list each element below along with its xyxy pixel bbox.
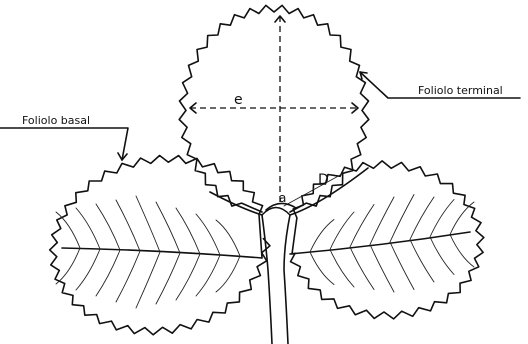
right-basal-vein	[430, 200, 454, 238]
label-angle-a: a	[279, 191, 286, 205]
petiole-joint	[262, 208, 290, 216]
petiole-left-edge	[262, 215, 272, 344]
left-basal-vein	[116, 251, 140, 302]
left-basal-vein	[216, 220, 240, 256]
left-basal-vein	[56, 248, 80, 284]
basal-leader-line	[0, 128, 128, 160]
right-basal-vein	[430, 237, 454, 275]
right-basal-vein	[330, 250, 354, 288]
left-basal-vein	[136, 196, 160, 252]
left-basal-vein	[76, 249, 100, 290]
right-basal-vein	[370, 197, 394, 245]
right-basal-vein	[310, 252, 334, 285]
left-basal-vein	[156, 202, 180, 253]
left-basal-leaflet	[50, 156, 270, 335]
label-length-d: D	[318, 172, 329, 188]
right-basal-midrib	[290, 232, 470, 254]
label-terminal-leaflet: Foliolo terminal	[418, 84, 503, 97]
left-basal-vein	[156, 253, 180, 304]
label-width-e: e	[234, 92, 243, 108]
petiole-right-edge	[284, 215, 290, 344]
terminal-leaflet-outline	[179, 5, 369, 212]
left-basal-vein	[176, 254, 200, 300]
right-basal-vein	[390, 195, 414, 243]
right-basal-vein	[370, 245, 394, 293]
label-basal-leaflet: Foliolo basal	[22, 114, 90, 127]
right-basal-vein	[410, 240, 434, 283]
right-basal-vein	[310, 220, 334, 253]
terminal-leaflet-veins	[218, 44, 342, 184]
right-basal-vein	[330, 212, 354, 250]
left-basal-vein	[96, 250, 120, 296]
right-basal-vein	[350, 205, 374, 248]
left-basal-vein	[96, 204, 120, 250]
measurement-lines	[190, 16, 358, 210]
right-basal-vein	[410, 197, 434, 240]
right-basal-vein	[450, 235, 474, 268]
left-basal-vein	[216, 256, 240, 292]
left-basal-midrib	[62, 248, 262, 258]
left-basal-leaflet-outline	[50, 156, 270, 335]
left-basal-vein	[116, 200, 140, 251]
left-basal-vein	[196, 255, 220, 296]
left-basal-leaflet-veins	[56, 196, 240, 308]
left-basal-vein	[76, 208, 100, 249]
right-basal-vein	[390, 242, 414, 290]
right-basal-vein	[350, 247, 374, 290]
left-basal-vein	[136, 252, 160, 308]
terminal-leaflet	[179, 5, 369, 212]
